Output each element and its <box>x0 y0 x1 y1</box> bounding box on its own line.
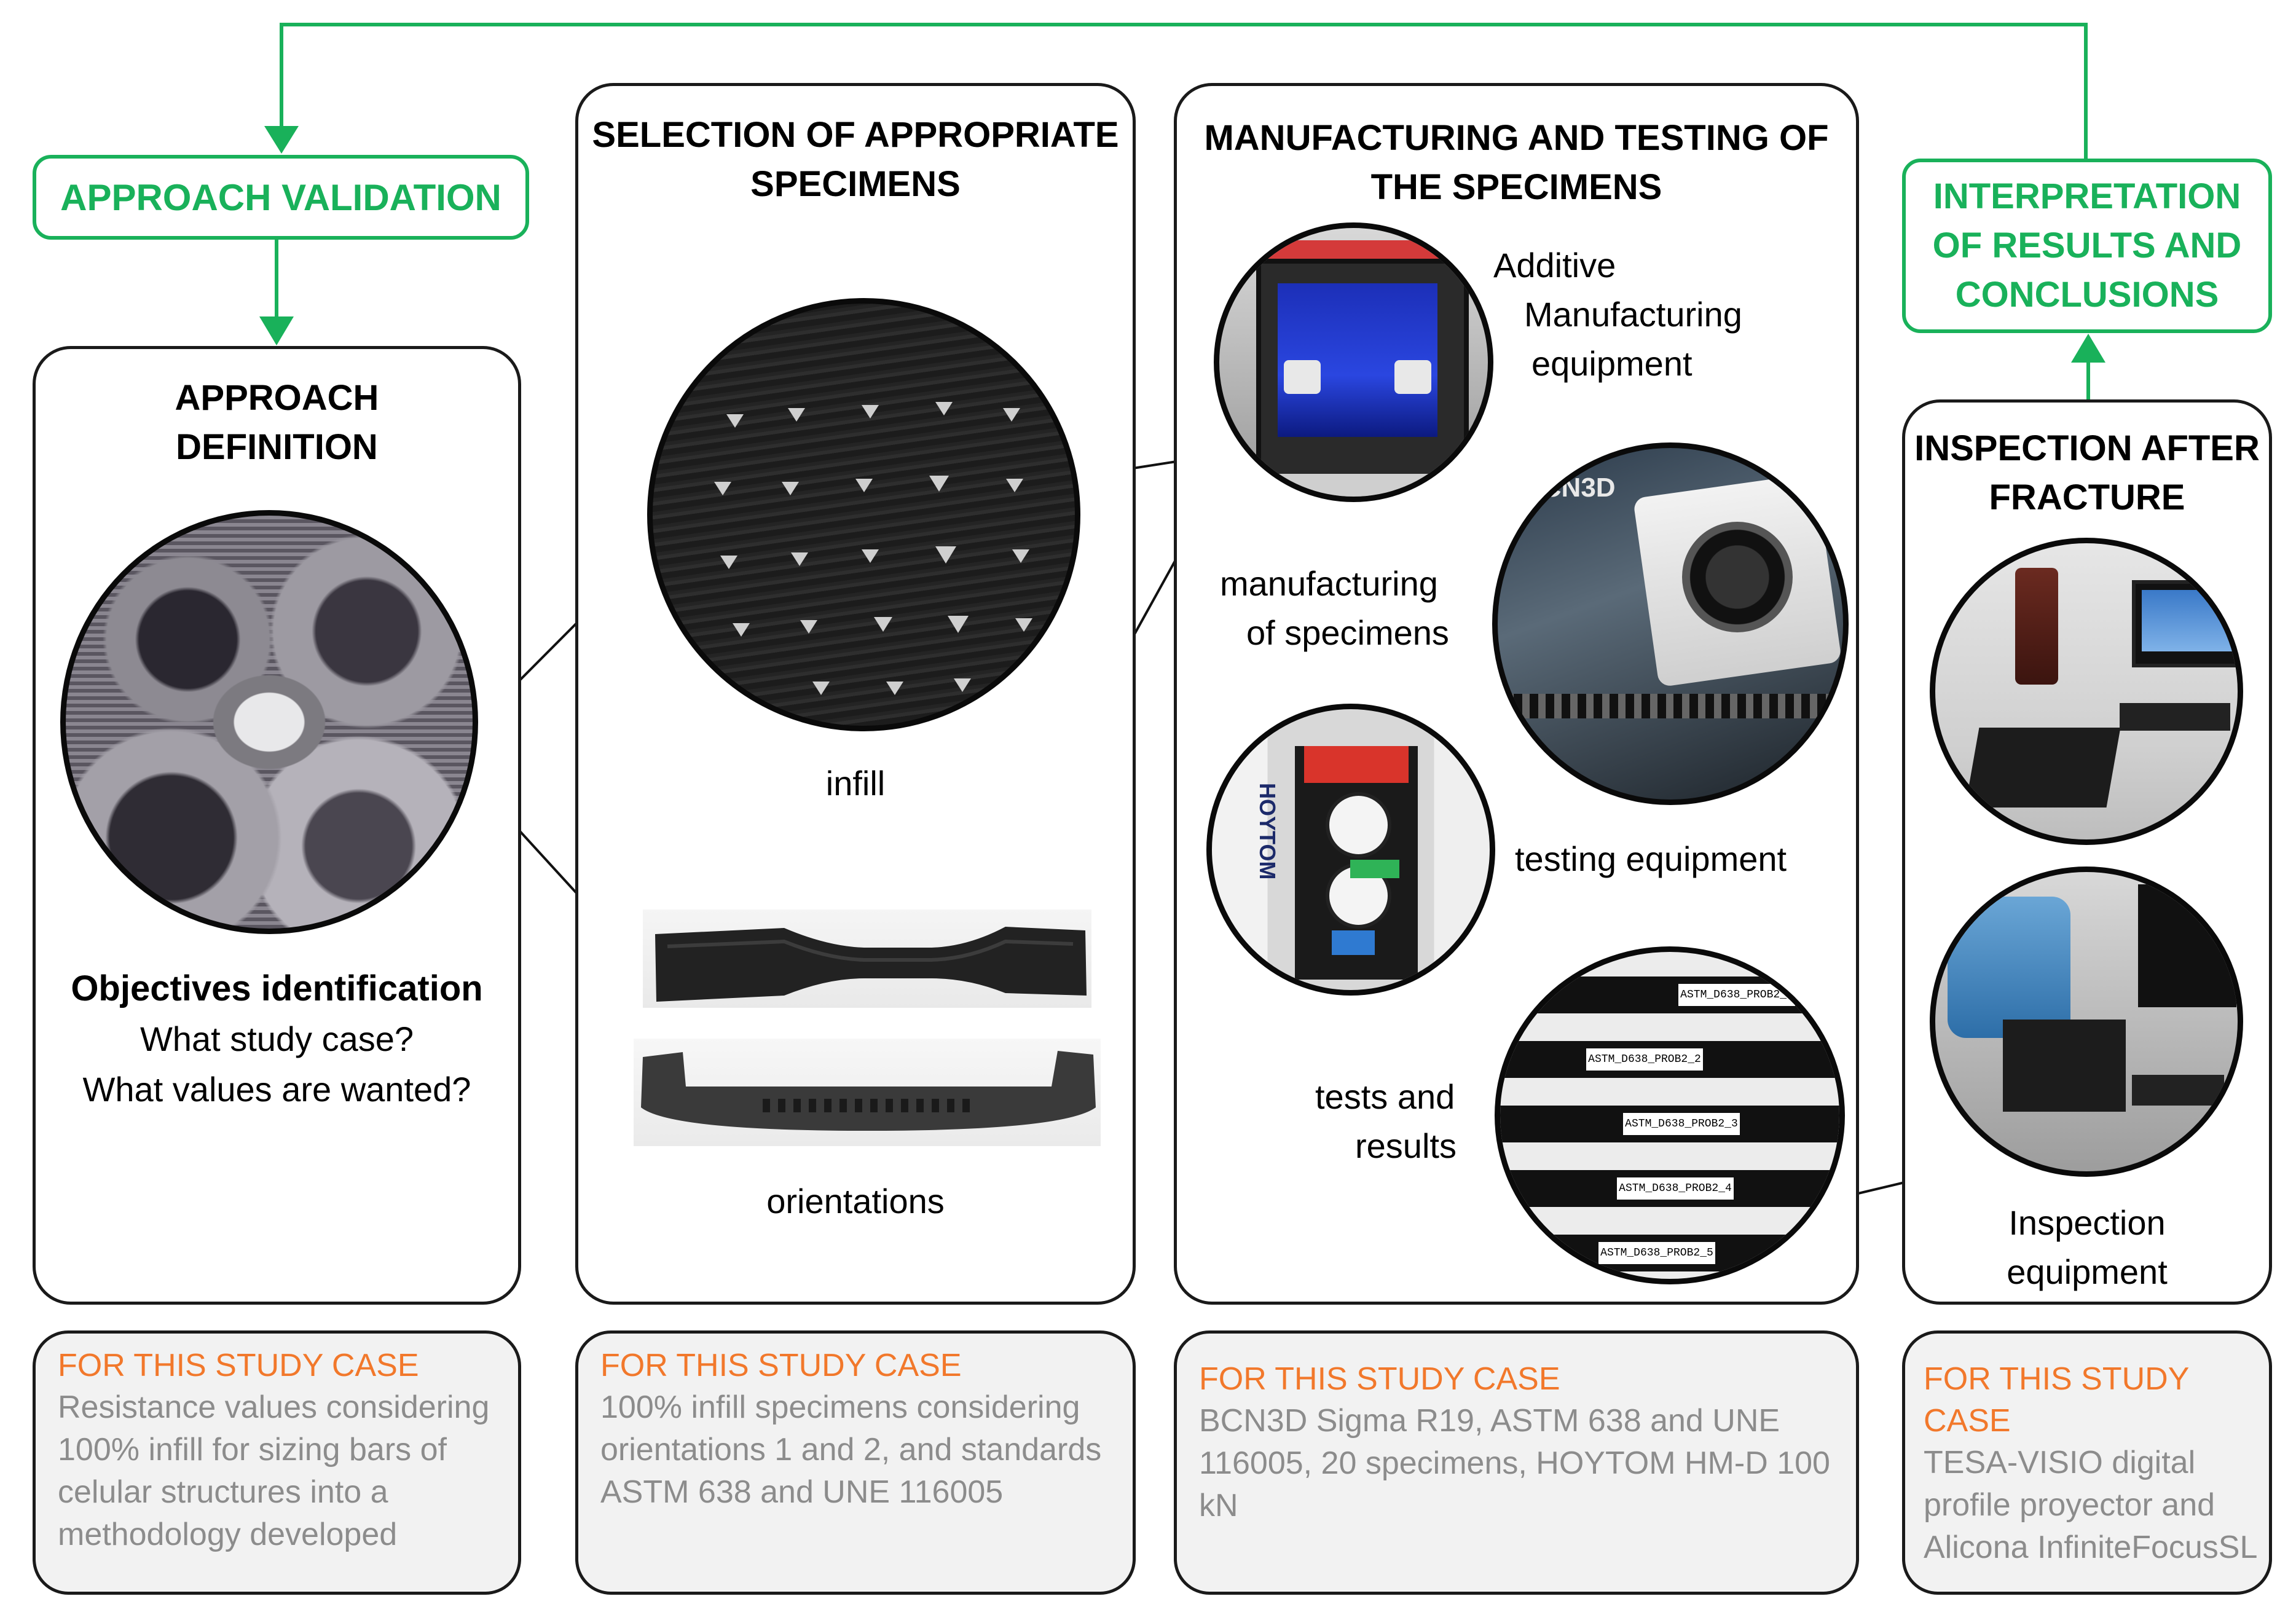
note-definition: FOR THIS STUDY CASE Resistance values co… <box>33 1330 521 1595</box>
testing-equipment-image: HOYTOM <box>1206 704 1495 996</box>
inspection-panel: INSPECTION AFTER FRACTURE Inspection equ… <box>1902 399 2272 1305</box>
interpretation-box: INTERPRETATION OF RESULTS AND CONCLUSION… <box>1902 159 2272 333</box>
specimen-tag-5: ASTM_D638_PROB2_5 <box>1598 1242 1715 1264</box>
results-label-line-2: results <box>1355 1126 1457 1165</box>
note-manufacturing-heading: FOR THIS STUDY CASE <box>1199 1361 1560 1397</box>
tested-specimens-image: ASTM_D638_PROB2_1 ASTM_D638_PROB2_2 ASTM… <box>1495 946 1845 1284</box>
testing-grip-top <box>1326 792 1391 858</box>
note-inspection-line-3: Alicona InfiniteFocusSL <box>1924 1530 2258 1565</box>
orientation-specimen-2 <box>634 1039 1101 1146</box>
results-label-line-1: tests and <box>1315 1077 1455 1116</box>
interpretation-line-1: INTERPRETATION <box>1933 176 2241 216</box>
projector-keyboard <box>2120 703 2230 731</box>
orientations-label: orientations <box>766 1182 945 1220</box>
printer-head-right <box>1394 360 1431 394</box>
feedback-loop-arrow <box>264 23 2088 159</box>
extensometer <box>1350 860 1399 878</box>
approach-definition-panel: APPROACH DEFINITION Objectives identific… <box>33 346 521 1305</box>
projector-stage <box>1965 728 2121 808</box>
note-inspection-line-1: TESA-VISIO digital <box>1924 1445 2196 1480</box>
note-manufacturing-line-2: 116005, 20 specimens, HOYTOM HM-D 100 <box>1199 1445 1830 1481</box>
note-manufacturing-line-1: BCN3D Sigma R19, ASTM 638 and UNE <box>1199 1403 1780 1439</box>
alicona-monitor <box>2138 884 2236 1007</box>
note-definition-line-3: celular structures into a <box>58 1474 388 1510</box>
alicona-housing <box>1948 897 2070 1038</box>
note-selection-line-1: 100% infill specimens considering <box>600 1389 1080 1425</box>
inspection-label-line-1: Inspection <box>2008 1203 2166 1242</box>
specimen-tag-2: ASTM_D638_PROB2_2 <box>1586 1048 1703 1071</box>
validation-to-definition-arrow <box>259 240 294 345</box>
infill-label: infill <box>825 764 886 803</box>
profile-projector-image <box>1930 538 2243 845</box>
print-bed-edge <box>1498 694 1843 718</box>
note-selection: FOR THIS STUDY CASE 100% infill specimen… <box>575 1330 1136 1595</box>
objectives-block: Objectives identification What study cas… <box>36 964 518 1115</box>
testing-brand-text: HOYTOM <box>1255 783 1280 880</box>
inspection-to-interpretation-arrow <box>2071 334 2105 399</box>
printing-process-image: BCN3D <box>1492 442 1849 805</box>
selection-panel: SELECTION OF APPROPRIATE SPECIMENS infil… <box>575 83 1136 1305</box>
note-selection-line-2: orientations 1 and 2, and standards <box>600 1432 1102 1468</box>
am-label-line-2: Manufacturing <box>1524 295 1742 334</box>
approach-definition-title-line-2: DEFINITION <box>176 427 378 467</box>
fracture-surface-image <box>60 510 478 934</box>
note-selection-heading: FOR THIS STUDY CASE <box>600 1348 962 1383</box>
note-definition-line-4: methodology developed <box>58 1517 398 1552</box>
note-definition-line-2: 100% infill for sizing bars of <box>58 1432 447 1468</box>
note-definition-heading: FOR THIS STUDY CASE <box>58 1348 419 1383</box>
inspection-title: INSPECTION AFTER FRACTURE <box>1905 424 2269 522</box>
note-definition-line-1: Resistance values considering <box>58 1389 490 1425</box>
printer-top-bar <box>1262 240 1453 259</box>
orientation-specimen-1 <box>643 910 1091 1008</box>
projector-column <box>2015 568 2058 685</box>
mfg-label-line-2: of specimens <box>1246 613 1449 652</box>
printer-brand-text: BCN3D <box>1522 473 1616 503</box>
objectives-title: Objectives identification <box>71 969 483 1008</box>
selection-title-line-1: SELECTION OF APPROPRIATE <box>592 115 1119 155</box>
note-selection-line-3: ASTM 638 and UNE 116005 <box>600 1474 1004 1510</box>
testing-equipment-label: testing equipment <box>1515 839 1787 878</box>
approach-definition-title: APPROACH DEFINITION <box>36 374 518 472</box>
specimen-flat-svg <box>655 927 1087 1002</box>
inspection-title-line-1: INSPECTION AFTER <box>1914 428 2260 468</box>
infill-image <box>647 298 1080 731</box>
specimen-tag-3: ASTM_D638_PROB2_3 <box>1623 1113 1740 1135</box>
inspection-title-line-2: FRACTURE <box>1989 477 2185 517</box>
testing-crosshead <box>1304 746 1409 783</box>
projector-monitor <box>2132 580 2238 667</box>
note-manufacturing: FOR THIS STUDY CASE BCN3D Sigma R19, AST… <box>1174 1330 1859 1595</box>
am-label-line-3: equipment <box>1531 344 1693 383</box>
printer-table <box>1244 474 1477 497</box>
printer-head-left <box>1284 360 1321 394</box>
selection-title: SELECTION OF APPROPRIATE SPECIMENS <box>578 111 1133 209</box>
approach-definition-title-line-1: APPROACH <box>175 378 379 418</box>
note-inspection-line-2: profile proyector and <box>1924 1487 2215 1523</box>
note-manufacturing-line-3: kN <box>1199 1488 1238 1523</box>
alicona-keyboard <box>2132 1075 2224 1106</box>
selection-title-line-2: SPECIMENS <box>750 164 961 204</box>
question-values: What values are wanted? <box>82 1070 471 1109</box>
manufacturing-title: MANUFACTURING AND TESTING OF THE SPECIME… <box>1177 114 1856 212</box>
approach-validation-label: APPROACH VALIDATION <box>60 176 501 218</box>
specimen-edge-svg <box>641 1051 1096 1131</box>
interpretation-line-3: CONCLUSIONS <box>1955 275 2219 315</box>
alicona-image <box>1930 867 2243 1177</box>
extruder-fan <box>1682 522 1793 632</box>
alicona-stage <box>2003 1020 2126 1112</box>
am-equipment-image <box>1214 222 1493 502</box>
manufacturing-title-line-1: MANUFACTURING AND TESTING OF <box>1204 118 1829 158</box>
inspection-label-line-2: equipment <box>2007 1252 2168 1291</box>
manufacturing-title-line-2: THE SPECIMENS <box>1370 167 1662 207</box>
infill-pattern-svg <box>714 402 1032 695</box>
mfg-label-line-1: manufacturing <box>1220 564 1438 603</box>
note-inspection-heading: FOR THIS STUDY CASE <box>1924 1361 2189 1439</box>
interpretation-line-2: OF RESULTS AND <box>1932 226 2242 265</box>
specimen-tag-4: ASTM_D638_PROB2_4 <box>1617 1177 1734 1200</box>
testing-clamp <box>1332 930 1375 955</box>
question-study-case: What study case? <box>140 1020 414 1058</box>
am-label-line-1: Additive <box>1493 246 1616 285</box>
approach-validation-box: APPROACH VALIDATION <box>33 155 529 240</box>
specimen-tag-1: ASTM_D638_PROB2_1 <box>1678 984 1795 1006</box>
note-inspection: FOR THIS STUDY CASE TESA-VISIO digital p… <box>1902 1330 2272 1595</box>
